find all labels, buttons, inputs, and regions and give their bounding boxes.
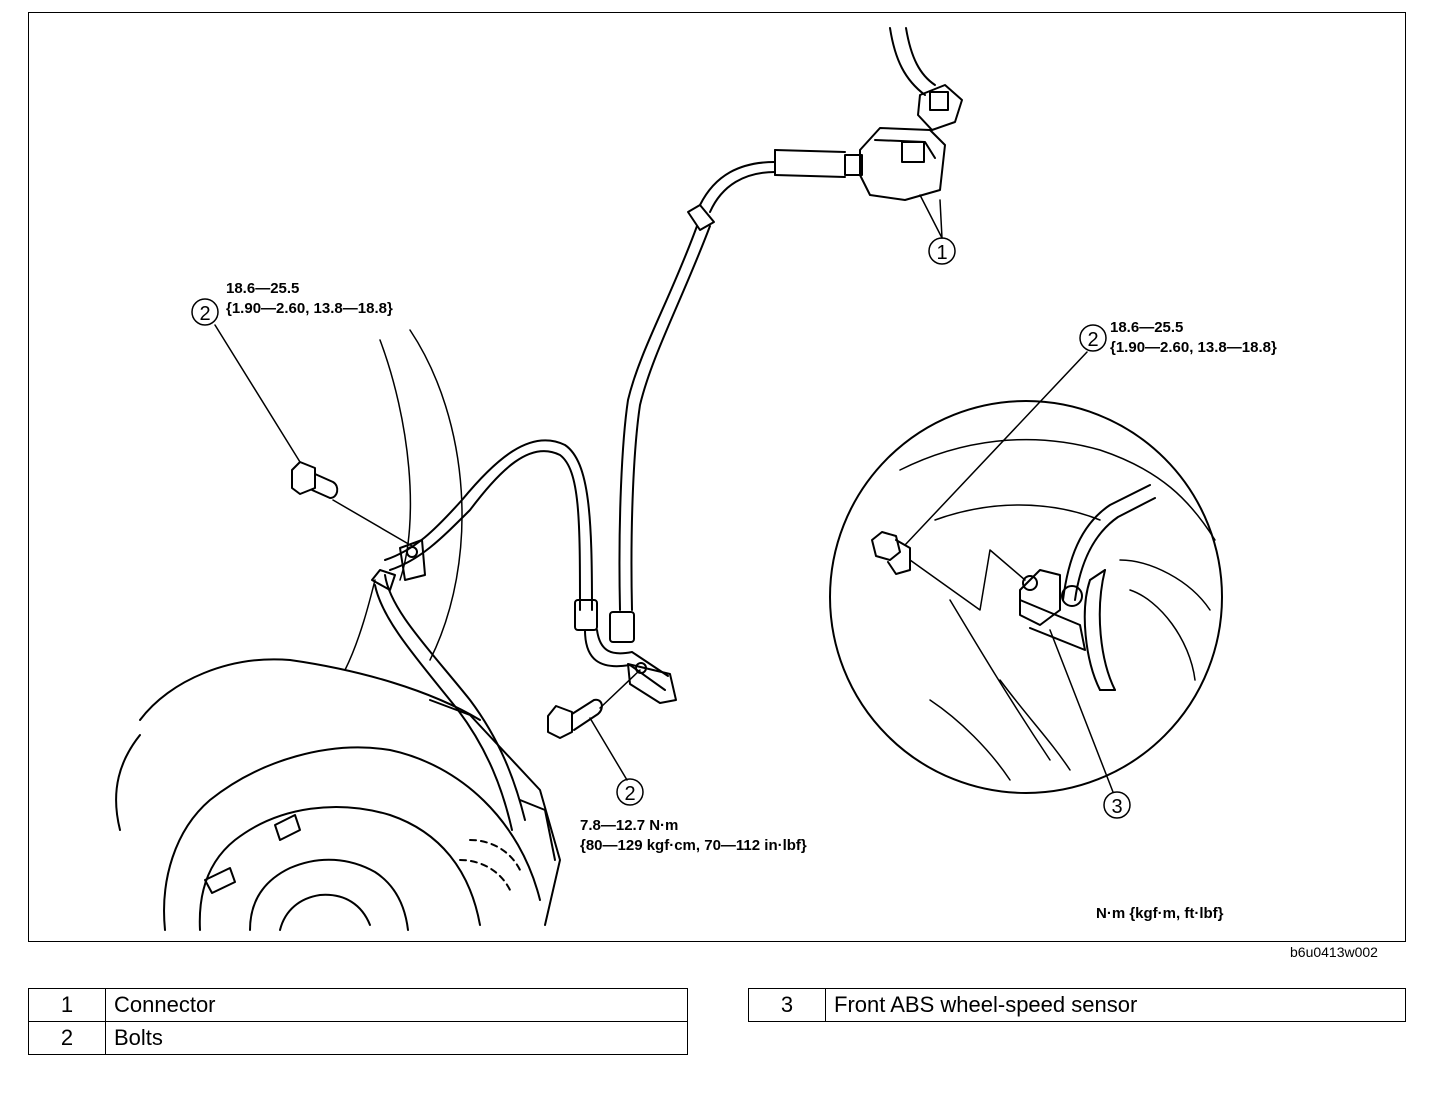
legend-row: 3 Front ABS wheel-speed sensor [748,988,1406,1022]
figure-id: b6u0413w002 [1290,944,1378,960]
callout-2-circle-left [191,298,219,326]
leader-lines [214,194,1114,793]
callout-1-circle [928,237,956,265]
legend-name: Connector [105,988,688,1022]
legend-number: 2 [28,1021,106,1055]
callout-2-circle-lower [616,778,644,806]
units-label: N·m {kgf·m, ft·lbf} [1096,905,1224,922]
harness-bolt-torque-line2: {80—129 kgf·cm, 70—112 in·lbf} [580,837,807,854]
detail-circle [829,400,1223,794]
legend-row: 1 Connector [28,988,688,1022]
legend-name: Front ABS wheel-speed sensor [825,988,1406,1022]
diagram-frame [28,12,1406,942]
bracket-bolt-torque-line2: {1.90—2.60, 13.8—18.8} [226,300,393,317]
harness-bolt [547,669,641,739]
knuckle-and-disc [115,329,561,931]
sensor-bolt-torque: 18.6—25.5 {1.90—2.60, 13.8—18.8} [1110,318,1277,358]
callout-circles [191,237,1131,819]
callout-2-circle-right [1079,324,1107,352]
sensor-bolt-torque-line1: 18.6—25.5 [1110,319,1184,336]
legend-row: 2 Bolts [28,1021,688,1055]
callout-2-label-lower: 2 [624,783,635,805]
legend-number: 1 [28,988,106,1022]
callout-3-circle [1103,791,1131,819]
sensor-bolt-torque-line2: {1.90—2.60, 13.8—18.8} [1110,339,1277,356]
connector [774,127,946,201]
legend-table-right: 3 Front ABS wheel-speed sensor [748,988,1406,1022]
harness-bolt-torque-line1: 7.8—12.7 N·m [580,817,679,834]
legend-number: 3 [748,988,826,1022]
callout-3-label: 3 [1111,796,1122,818]
callout-1-label: 1 [936,242,947,264]
callout-2-label-left: 2 [199,303,210,325]
bracket-bolt-torque-line1: 18.6—25.5 [226,280,300,297]
harness-bolt-torque: 7.8—12.7 N·m {80—129 kgf·cm, 70—112 in·l… [580,816,807,856]
legend-table-left: 1 Connector 2 Bolts [28,988,688,1055]
upper-harness [889,27,963,131]
callout-2-label-right: 2 [1087,329,1098,351]
legend-name: Bolts [105,1021,688,1055]
bracket-bolt-torque: 18.6—25.5 {1.90—2.60, 13.8—18.8} [226,279,393,319]
bracket-bolt [291,461,413,547]
